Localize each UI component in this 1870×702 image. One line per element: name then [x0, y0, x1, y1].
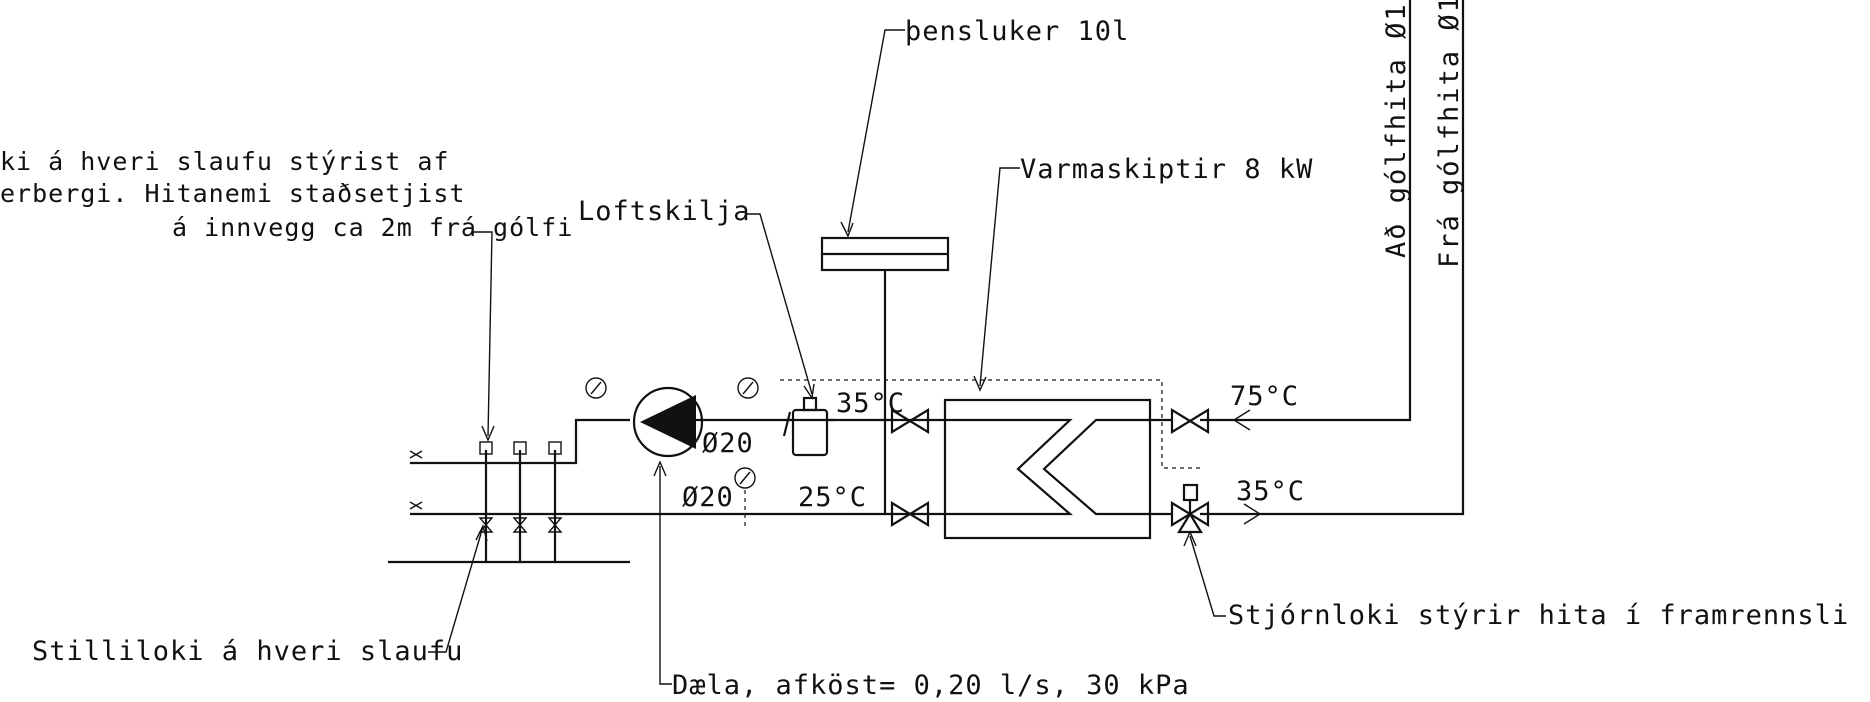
pump — [632, 386, 704, 458]
primary-return-temp: 35°C — [1236, 476, 1305, 507]
secondary-return-temp: 25°C — [798, 482, 867, 513]
primary-supply-valve — [1148, 408, 1210, 434]
from-floor-heating-label: Frá gólfhita Ø1 — [1434, 0, 1465, 268]
pressure-gauge-icon — [585, 377, 759, 489]
manifold — [388, 441, 630, 564]
balancing-valve-label: Stilliloki á hveri slaufu — [32, 636, 463, 667]
control-valve-label: Stjórnloki stýrir hita í framrennsli — [1228, 600, 1849, 631]
expansion-tank-label: þensluker 10l — [905, 16, 1129, 47]
pump-label: Dæla, afköst= 0,20 l/s, 30 kPa — [672, 670, 1190, 701]
secondary-supply-temp: 35°C — [836, 388, 905, 419]
control-valve-3way — [1148, 483, 1210, 534]
heat-exchanger-label: Varmaskiptir 8 kW — [1020, 154, 1313, 185]
primary-supply-temp: 75°C — [1230, 381, 1299, 412]
expansion-tank — [820, 236, 950, 272]
room-control-text-3: á innvegg ca 2m frá gólfi — [172, 213, 573, 242]
primary-supply-pipe — [1200, 0, 1412, 431]
pipe-dim-return: Ø20 — [682, 482, 734, 513]
primary-return-pipe — [1200, 0, 1465, 525]
air-separator — [785, 396, 835, 457]
heat-exchanger — [943, 398, 1152, 540]
pipe-dim-supply: Ø20 — [702, 428, 754, 459]
room-control-text-1: ki á hveri slaufu stýrist af — [0, 147, 449, 176]
secondary-supply-pipe — [410, 411, 945, 465]
secondary-return-valve — [890, 501, 930, 527]
secondary-supply-valve — [890, 408, 930, 434]
room-control-text-2: erbergi. Hitanemi staðsetjist — [0, 179, 466, 208]
air-separator-label: Loftskilja — [578, 196, 751, 227]
to-floor-heating-label: Að gólfhita Ø1 — [1381, 2, 1412, 258]
